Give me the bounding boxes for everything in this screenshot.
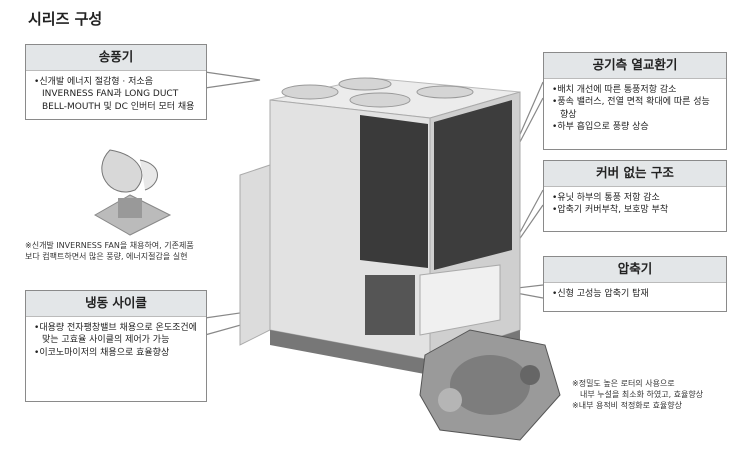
- coverless-box: 커버 없는 구조 유닛 하부의 통풍 저항 감소 압축기 커버부착, 보호망 부…: [543, 160, 727, 232]
- coverless-box-item: 압축기 커버부착, 보호망 부착: [552, 204, 720, 217]
- heat-exchanger-box-header: 공기측 열교환기: [544, 53, 726, 79]
- refrigeration-box: 냉동 사이클 대용량 전자팽창밸브 채용으로 온도조건에 맞는 고효율 사이클의…: [25, 290, 207, 402]
- fan-note: ※신개발 INVERNESS FAN을 채용하여, 기존제품 보다 컴팩트하면서…: [25, 240, 194, 262]
- compressor-note-line: ※내부 용적비 적정화로 효율향상: [572, 401, 683, 410]
- compressor-note-line: ※정밀도 높은 로터의 사용으로: [572, 379, 675, 388]
- compressor-box: 압축기 신형 고성능 압축기 탑재: [543, 256, 727, 312]
- fan-box-header: 송풍기: [26, 45, 206, 71]
- fan-image: [93, 149, 172, 236]
- heat-exchanger-box-item: 풍속 밸러스, 전열 면적 확대에 따른 성능 향상: [552, 96, 720, 121]
- refrigeration-box-item: 이코노마이저의 채용으로 효율향상: [34, 347, 200, 360]
- refrigeration-box-item: 대용량 전자팽창밸브 채용으로 온도조건에 맞는 고효율 사이클의 제어가 가능: [34, 322, 200, 347]
- outdoor-unit-image: [239, 77, 521, 375]
- coverless-box-item: 유닛 하부의 통풍 저항 감소: [552, 192, 720, 205]
- compressor-note: ※정밀도 높은 로터의 사용으로 내부 누설을 최소화 하였고, 효율향상 ※내…: [572, 378, 703, 411]
- fan-box-item: 신개발 에너지 절감형 · 저소음 INVERNESS FAN과 LONG DU…: [34, 76, 200, 114]
- heat-exchanger-box: 공기측 열교환기 배치 개선에 따른 통풍저항 감소 풍속 밸러스, 전열 면적…: [543, 52, 727, 150]
- fan-note-line: 보다 컴팩트하면서 많은 풍량, 에너지절감을 실현: [25, 252, 188, 261]
- fan-box: 송풍기 신개발 에너지 절감형 · 저소음 INVERNESS FAN과 LON…: [25, 44, 207, 120]
- fan-note-line: ※신개발 INVERNESS FAN을 채용하여, 기존제품: [25, 241, 194, 250]
- page-title: 시리즈 구성: [28, 10, 103, 28]
- compressor-image: [419, 329, 561, 441]
- heat-exchanger-box-item: 배치 개선에 따른 통풍저항 감소: [552, 84, 720, 97]
- compressor-note-line: 내부 누설을 최소화 하였고, 효율향상: [580, 390, 704, 399]
- compressor-box-item: 신형 고성능 압축기 탑재: [552, 288, 720, 301]
- heat-exchanger-box-item: 하부 흡입으로 풍량 상승: [552, 121, 720, 134]
- refrigeration-box-header: 냉동 사이클: [26, 291, 206, 317]
- compressor-box-header: 압축기: [544, 257, 726, 283]
- coverless-box-header: 커버 없는 구조: [544, 161, 726, 187]
